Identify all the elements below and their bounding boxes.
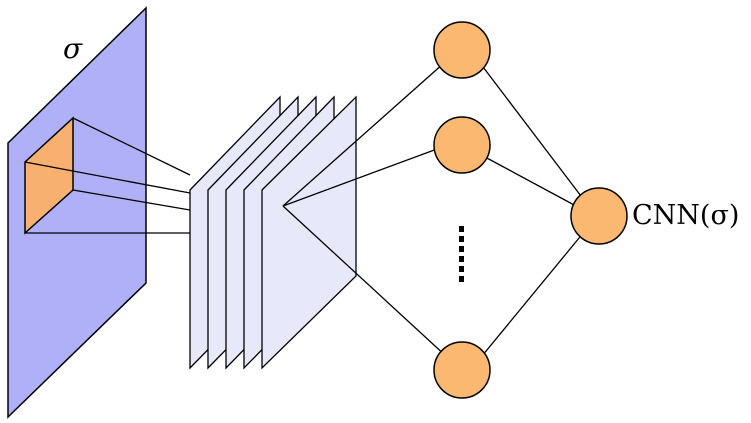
- input-label: σ: [63, 32, 83, 65]
- ellipsis-dots: [459, 226, 464, 282]
- feature-map: [261, 95, 357, 370]
- hidden-neuron-1: [433, 21, 491, 79]
- input-plane: [7, 6, 147, 419]
- output-neuron: [570, 187, 628, 245]
- feature-to-hidden-edges: [282, 62, 448, 358]
- hidden-neuron-3: [433, 341, 491, 399]
- hidden-to-output-edges: [479, 62, 585, 357]
- output-label: CNN(σ): [632, 200, 739, 231]
- projection-lines: [24, 117, 191, 234]
- feature-map-stack: [189, 95, 357, 370]
- hidden-neuron-2: [433, 116, 491, 174]
